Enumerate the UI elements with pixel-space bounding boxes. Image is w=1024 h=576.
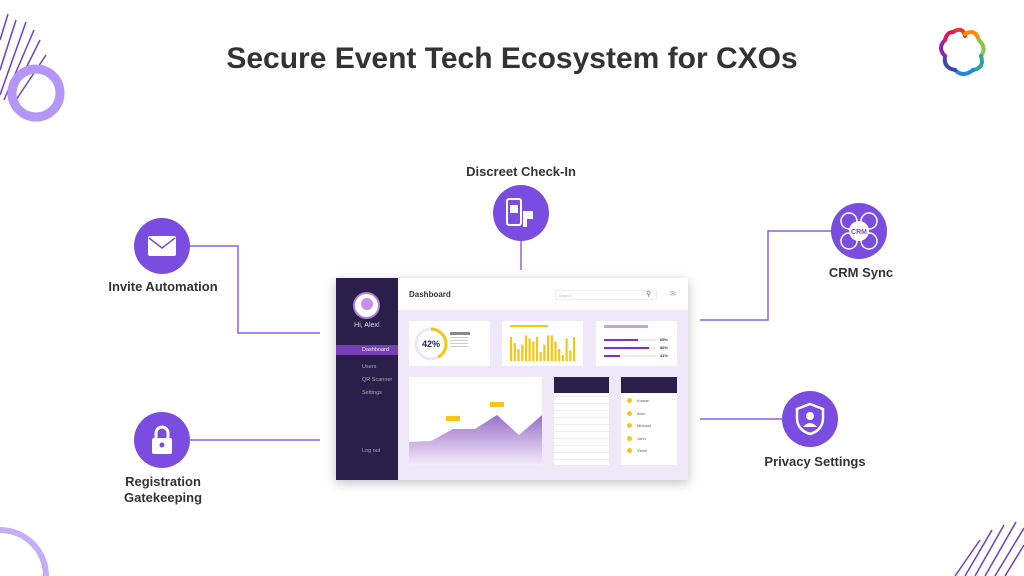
bar <box>569 350 572 361</box>
nav-settings[interactable]: Settings <box>362 390 382 396</box>
bar <box>510 337 513 361</box>
attendee-avatar <box>627 423 632 428</box>
crm-icon-text: CRM <box>851 229 867 236</box>
dashboard-header: Dashboard Search ⚲ ✉ <box>398 278 688 310</box>
progress-fill <box>604 355 621 357</box>
crm-sync-node: CRM <box>831 203 887 259</box>
bar <box>565 338 568 361</box>
donut-percent: 42% <box>421 339 440 349</box>
area-chart-card <box>409 377 542 465</box>
search-icon[interactable]: ⚲ <box>646 291 652 298</box>
invite-automation-label: Invite Automation <box>108 279 218 294</box>
page-title: Secure Event Tech Ecosystem for CXOs <box>226 42 798 75</box>
discreet-check-in-node <box>493 185 549 241</box>
bar <box>558 349 561 361</box>
bar <box>535 337 539 361</box>
attendee-name: Kumar <box>637 398 649 403</box>
bar <box>539 352 542 361</box>
attendee-name: Victor <box>637 448 648 453</box>
progress-fill <box>604 347 649 349</box>
area-chart <box>409 402 542 465</box>
registration-gatekeeping-label: Registration Gatekeeping <box>124 474 202 506</box>
progress-track <box>604 339 656 341</box>
progress-fill <box>604 339 638 341</box>
label-line-1: Registration <box>125 474 201 489</box>
donut-card: 42% <box>409 321 490 366</box>
placeholder-line <box>450 332 470 335</box>
data-label-tag <box>446 416 460 421</box>
placeholder-text <box>450 337 468 349</box>
shield-user-icon <box>795 402 825 436</box>
attendee-avatar <box>627 410 632 416</box>
progress-label: 65% <box>660 337 669 342</box>
avatar <box>353 292 380 319</box>
bar <box>550 335 553 361</box>
data-label-tag <box>490 402 504 407</box>
bar <box>561 355 564 361</box>
envelope-icon <box>148 236 176 256</box>
area-series <box>409 415 542 465</box>
bar <box>528 338 531 361</box>
attendee-name: Micheal <box>637 423 651 428</box>
privacy-settings-label: Privacy Settings <box>764 454 866 469</box>
mail-icon[interactable]: ✉ <box>670 291 676 298</box>
lock-icon <box>152 425 172 454</box>
attendee-avatar <box>627 448 632 453</box>
donut-arc <box>414 327 448 361</box>
bar <box>572 337 576 361</box>
invite-automation-node <box>134 218 190 274</box>
table-card <box>554 377 609 465</box>
bar <box>521 344 524 361</box>
privacy-settings-node <box>782 391 838 447</box>
decorative-ring-bottom-left <box>0 527 49 576</box>
bar-chart <box>510 335 576 361</box>
crm-sync-label: CRM Sync <box>828 265 894 280</box>
bar <box>532 341 535 361</box>
attendee-name: Arun <box>637 410 646 416</box>
qr-scanner-icon <box>506 198 533 227</box>
nav-qr-scanner[interactable]: QR Scanner <box>362 377 393 383</box>
bar-chart-title-line <box>510 325 548 327</box>
progress-card: 65% 86% 31% <box>596 321 677 366</box>
attendee-avatar <box>627 435 632 441</box>
progress-label: 31% <box>660 353 669 358</box>
bar <box>513 343 516 361</box>
bar <box>547 335 550 361</box>
nav-log-out[interactable]: Log out <box>362 448 381 454</box>
crm-icon: CRM <box>840 212 878 250</box>
discreet-check-in-label: Discreet Check-In <box>466 164 576 179</box>
greeting: Hi, Alex! <box>354 322 380 329</box>
attendee-name: John <box>637 435 646 441</box>
brand-logo <box>939 27 986 76</box>
nav-users[interactable]: Users <box>362 364 377 370</box>
bar <box>517 349 520 361</box>
decorative-stripes-bottom-right <box>954 521 1024 576</box>
bar <box>543 344 546 361</box>
bar-chart-card <box>502 321 583 366</box>
progress-track <box>604 347 656 349</box>
dashboard-title: Dashboard <box>409 290 451 299</box>
progress-track <box>604 355 656 357</box>
attendee-avatar <box>627 398 632 403</box>
registration-gatekeeping-node <box>134 412 190 468</box>
bar <box>554 341 557 361</box>
bar <box>524 335 527 361</box>
decorative-stripes-top-left <box>0 13 65 122</box>
donut-chart <box>414 327 448 361</box>
label-line-2: Gatekeeping <box>123 490 203 505</box>
dashboard-sidebar: Hi, Alex! Dashboard Users QR Scanner Set… <box>336 278 398 480</box>
dashboard-mockup: Hi, Alex! Dashboard Users QR Scanner Set… <box>336 278 688 480</box>
progress-title-line <box>604 325 648 328</box>
search-input[interactable]: Search <box>555 290 657 300</box>
nav-dashboard[interactable]: Dashboard <box>336 345 398 355</box>
progress-label: 86% <box>660 345 669 350</box>
